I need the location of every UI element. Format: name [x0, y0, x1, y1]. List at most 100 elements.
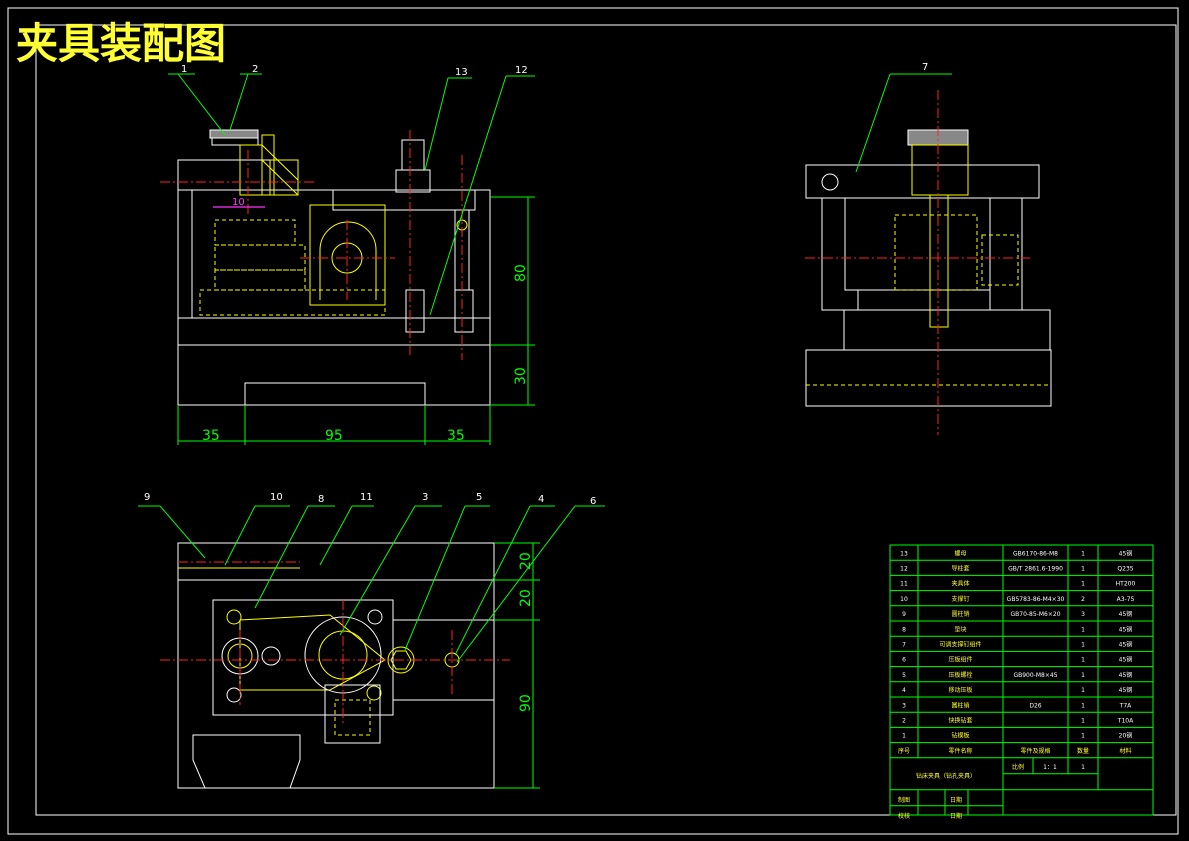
- table-cell-no: 2: [902, 718, 906, 725]
- table-cell-name: 压板螺栓: [948, 671, 972, 679]
- table-cell-material: 45钢: [1119, 625, 1133, 633]
- table-cell-no: 10: [900, 596, 908, 603]
- table-cell-qty: 1: [1081, 702, 1085, 709]
- table-cell-name: 快换钻套: [948, 717, 972, 725]
- drawing-title: 夹具装配图: [16, 19, 226, 68]
- table-cell-standard: D26: [1029, 702, 1041, 709]
- dim-20-a: 20: [518, 552, 534, 570]
- table-cell-material: 45钢: [1119, 641, 1133, 649]
- table-cell-no: 12: [900, 566, 908, 573]
- table-cell-name: 夹具体: [951, 580, 969, 588]
- balloon-11: 11: [360, 492, 373, 503]
- balloon-6: 6: [590, 496, 596, 507]
- table-cell-name: 支撑钉: [951, 595, 969, 603]
- table-cell-material: 45钢: [1119, 671, 1133, 679]
- table-cell-material: 45钢: [1119, 686, 1133, 694]
- table-cell-material: 20钢: [1119, 732, 1133, 740]
- table-cell-name: 可调支撑钉组件: [939, 641, 981, 649]
- table-cell-material: HT200: [1116, 581, 1136, 588]
- front-body: [177, 189, 491, 346]
- table-cell-no: 8: [902, 626, 906, 633]
- balloon-12: 12: [515, 65, 528, 76]
- table-cell-qty: 2: [1081, 596, 1085, 603]
- table-cell-qty: 1: [1081, 550, 1085, 557]
- title-block-name: 钻床夹具（钻孔夹具）: [916, 772, 976, 780]
- table-cell-no: 4: [902, 687, 906, 694]
- table-cell-qty: 1: [1081, 657, 1085, 664]
- balloon-7: 7: [922, 62, 928, 73]
- balloon-9: 9: [144, 492, 150, 503]
- dim-20-b: 20: [518, 589, 534, 607]
- table-cell-no: 3: [902, 702, 906, 709]
- front-base: [177, 344, 491, 406]
- table-cell-standard: GB70-85-M6×20: [1010, 611, 1060, 618]
- balloon-5: 5: [476, 492, 482, 503]
- table-header-no: 序号: [898, 747, 910, 755]
- dim-95: 95: [325, 428, 343, 444]
- table-cell-name: 移动压板: [948, 686, 972, 694]
- title-block-check: 校核: [898, 812, 910, 820]
- table-cell-qty: 1: [1081, 733, 1085, 740]
- table-cell-no: 5: [902, 672, 906, 679]
- table-header-qty: 数量: [1077, 747, 1089, 755]
- dim-80: 80: [513, 264, 529, 282]
- dim-35-left: 35: [202, 428, 220, 444]
- table-cell-name: 压板组件: [948, 656, 972, 664]
- table-cell-name: 圆柱销: [951, 701, 969, 709]
- dim-30: 30: [513, 367, 529, 385]
- table-cell-no: 7: [902, 642, 906, 649]
- title-block-drawn: 制图: [898, 796, 910, 804]
- table-cell-name: 导柱套: [951, 565, 969, 573]
- table-cell-qty: 1: [1081, 566, 1085, 573]
- inner-border: [35, 24, 1177, 816]
- dim-10: 10: [232, 197, 245, 208]
- title-block-sheet: 1: [1081, 764, 1085, 771]
- table-cell-qty: 1: [1081, 581, 1085, 588]
- outer-border: [7, 7, 1179, 835]
- balloon-1: 1: [181, 64, 187, 75]
- balloon-8: 8: [318, 494, 324, 505]
- table-header-material: 材料: [1119, 747, 1131, 755]
- table-cell-material: 45钢: [1119, 549, 1133, 557]
- table-cell-name: 螺母: [954, 549, 966, 557]
- table-cell-standard: GB6170-86-M8: [1013, 550, 1058, 557]
- table-cell-qty: 3: [1081, 611, 1085, 618]
- balloon-13: 13: [455, 67, 468, 78]
- table-cell-standard: GB/T 2861.6-1990: [1008, 566, 1063, 573]
- title-block-drawn-date: 日期: [950, 796, 962, 804]
- table-cell-name: 垫块: [954, 625, 966, 633]
- table-header-standard: 零件及规格: [1020, 747, 1050, 755]
- table-cell-material: T10A: [1117, 718, 1134, 725]
- front-base-relief: [244, 382, 426, 405]
- table-header-name: 零件名称: [948, 747, 972, 755]
- table-cell-name: 钻模板: [951, 732, 969, 740]
- table-cell-material: Q235: [1117, 566, 1133, 573]
- table-cell-qty: 1: [1081, 626, 1085, 633]
- table-cell-standard: GB900-M8×45: [1013, 672, 1057, 679]
- table-cell-material: 45钢: [1119, 656, 1133, 664]
- table-cell-no: 1: [902, 733, 906, 740]
- title-block-check-date: 日期: [950, 812, 962, 820]
- table-cell-no: 6: [902, 657, 906, 664]
- balloon-3: 3: [422, 492, 428, 503]
- table-cell-qty: 1: [1081, 687, 1085, 694]
- title-block-scale-label: 比例: [1012, 763, 1024, 771]
- top-view: 20 20 90 9 10 8 11 3 5 4 6: [138, 492, 605, 789]
- table-cell-qty: 1: [1081, 718, 1085, 725]
- balloon-2: 2: [252, 64, 258, 75]
- table-cell-material: 45钢: [1119, 610, 1133, 618]
- dim-35-right: 35: [447, 428, 465, 444]
- balloon-4: 4: [538, 494, 544, 505]
- table-cell-no: 9: [902, 611, 906, 618]
- title-block-scale-value: 1：1: [1043, 764, 1057, 771]
- table-cell-material: A3-75: [1117, 596, 1135, 603]
- table-cell-no: 11: [900, 581, 908, 588]
- table-cell-qty: 1: [1081, 672, 1085, 679]
- table-cell-material: T7A: [1119, 702, 1132, 709]
- side-view: 7: [805, 62, 1052, 435]
- dim-90: 90: [518, 694, 534, 712]
- table-cell-name: 圆柱销: [951, 610, 969, 618]
- table-cell-no: 13: [900, 550, 908, 557]
